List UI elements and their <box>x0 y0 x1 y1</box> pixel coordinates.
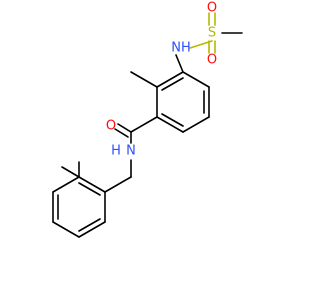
atom-oxygen-sulfonyl-bottom: O <box>207 53 217 68</box>
bond-ring2-5 <box>78 221 106 238</box>
bond-ring2-5-inner <box>78 218 101 232</box>
bond-n-ring <box>175 54 184 73</box>
bond-ring2-1 <box>78 176 106 193</box>
molecule-structure-diagram: O S O NH O N H <box>52 1 243 238</box>
bond-ring1-1 <box>182 71 210 88</box>
bond-ch2-ring2 <box>104 176 132 193</box>
bond-ring1-3 <box>182 116 210 133</box>
bond-ring2-methyl-b <box>61 166 80 178</box>
bond-ring1-6-inner <box>161 77 184 91</box>
atom-nitrogen-sulfonamide: NH <box>171 41 191 56</box>
bond-ring1-4 <box>156 116 184 133</box>
bond-ring2-2 <box>52 176 80 193</box>
bond-ring-carbonyl <box>130 116 158 133</box>
atom-hydrogen-amide: H <box>111 144 121 159</box>
atom-oxygen-sulfonyl-top: O <box>207 1 217 16</box>
bond-ring-methyl <box>130 71 158 88</box>
bond-ring1-4-inner <box>161 113 184 127</box>
bond-ring2-1-inner <box>78 182 101 196</box>
bond-c-o-b <box>114 128 129 138</box>
bond-ring1-6 <box>156 71 184 88</box>
bond-ring2-4 <box>52 221 80 238</box>
atom-nitrogen-amide: N <box>126 144 136 159</box>
atom-oxygen-carbonyl: O <box>106 119 116 134</box>
bond-c-o-a <box>117 123 132 133</box>
atom-sulfur: S <box>208 26 216 41</box>
